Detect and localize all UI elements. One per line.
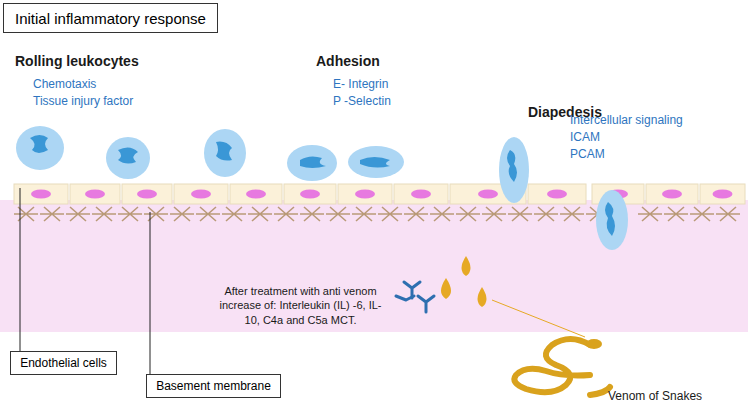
- stage-item: ICAM: [570, 130, 600, 144]
- stage-item: PCAM: [570, 147, 605, 161]
- stage-item: P -Selectin: [333, 94, 391, 108]
- venom-drops: [441, 256, 487, 307]
- leukocyte-nuclei: [30, 135, 615, 236]
- stage-heading: Adhesion: [316, 53, 380, 69]
- stage-item: Tissue injury factor: [33, 94, 133, 108]
- stage-item: Intercellular signaling: [570, 113, 683, 127]
- callout-box: Basement membrane: [146, 374, 281, 398]
- antibodies: [396, 282, 434, 312]
- treatment-note: After treatment with anti venom increase…: [218, 284, 383, 327]
- leukocytes: [16, 126, 628, 250]
- basement-fibers: [14, 207, 740, 221]
- stage-item: Chemotaxis: [33, 77, 96, 91]
- title-box: Initial inflammatory response: [3, 3, 218, 33]
- stage-heading: Rolling leukocytes: [15, 53, 139, 69]
- venom-pointer: [492, 300, 585, 337]
- snake: [514, 339, 610, 395]
- leader-line: [20, 188, 21, 352]
- endothelial-layer: [14, 184, 745, 204]
- callout-text: Basement membrane: [156, 379, 271, 393]
- stage-item: E- Integrin: [333, 77, 388, 91]
- venom-label: Venom of Snakes: [608, 389, 702, 403]
- callout-text: Endothelial cells: [20, 356, 107, 370]
- callout-box: Endothelial cells: [10, 351, 117, 375]
- title-text: Initial inflammatory response: [15, 10, 206, 27]
- leader-line: [150, 212, 151, 375]
- tissue-ground: [0, 200, 748, 332]
